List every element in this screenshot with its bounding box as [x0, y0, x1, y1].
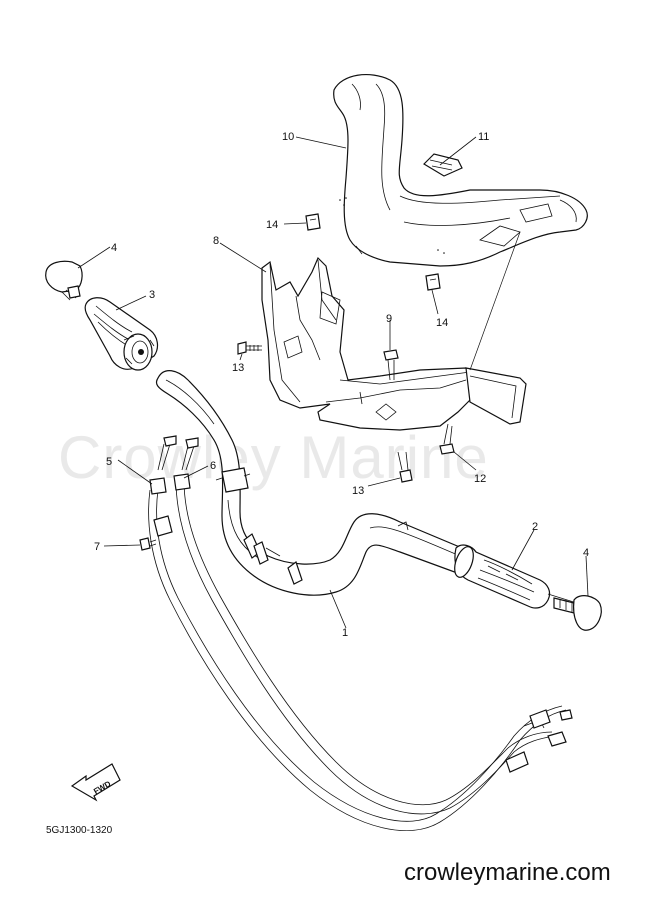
screw-7[interactable] — [139, 537, 157, 551]
callout-14-upper: 14 — [266, 219, 278, 231]
cover-cap[interactable] — [423, 153, 463, 177]
site-url: crowleymarine.com — [404, 859, 611, 886]
watermark-text: Crowley Marine — [58, 424, 489, 491]
callout-2: 2 — [532, 521, 538, 533]
callout-10: 10 — [282, 131, 294, 143]
shift-cable[interactable] — [173, 437, 567, 815]
screw-13-left[interactable] — [237, 341, 262, 355]
upper-handle-cover[interactable] — [333, 73, 588, 267]
clip-nut-upper[interactable] — [305, 213, 321, 231]
callout-4-left: 4 — [111, 242, 117, 254]
cover-side-plate[interactable] — [465, 367, 527, 425]
left-throttle-grip[interactable] — [84, 297, 159, 371]
callout-9: 9 — [386, 313, 392, 325]
diagram-code: 5GJ1300-1320 — [46, 825, 113, 836]
callout-labels: 10 11 14 8 14 4 3 9 13 12 13 5 6 7 1 2 4 — [94, 131, 589, 639]
callout-12: 12 — [474, 473, 486, 485]
callout-8: 8 — [213, 235, 219, 247]
callout-1: 1 — [342, 627, 348, 639]
screw-9[interactable] — [383, 349, 399, 381]
callout-3: 3 — [149, 289, 155, 301]
steering-handle[interactable] — [155, 370, 463, 596]
callout-4-right: 4 — [583, 547, 589, 559]
callout-6: 6 — [210, 460, 216, 472]
projection-line — [469, 231, 521, 371]
leader-lines — [77, 136, 589, 629]
lower-handle-cover[interactable] — [261, 256, 477, 431]
callout-5: 5 — [106, 456, 112, 468]
right-grip[interactable] — [451, 544, 551, 609]
callout-11: 11 — [478, 131, 489, 143]
callout-13-left: 13 — [232, 362, 244, 374]
callout-13-lower: 13 — [352, 485, 364, 497]
screw-13-lower[interactable] — [397, 451, 413, 483]
right-end-cap[interactable] — [547, 593, 602, 631]
callout-7: 7 — [94, 541, 100, 553]
fwd-arrow: FWD — [70, 763, 121, 802]
left-end-cap[interactable] — [45, 260, 83, 301]
clip-nut-lower[interactable] — [425, 273, 441, 291]
throttle-cable[interactable] — [148, 435, 573, 832]
callout-14-lower: 14 — [436, 317, 448, 329]
